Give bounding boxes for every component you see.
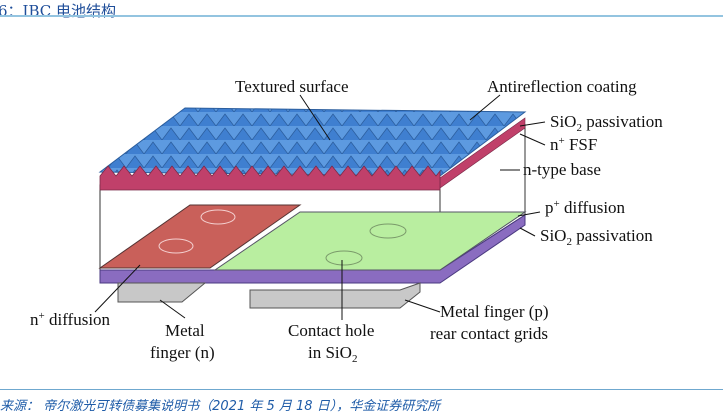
label-p-diffusion: p+ diffusion xyxy=(545,198,626,217)
label-textured-surface: Textured surface xyxy=(235,77,349,96)
contact-hole xyxy=(369,223,407,239)
label-antireflection-coating: Antireflection coating xyxy=(487,77,637,96)
label-metal-finger-p-1: Metal finger (p) xyxy=(440,302,549,321)
leader-lines xyxy=(94,94,546,320)
contact-hole xyxy=(200,209,236,225)
label-n-diffusion: n+ diffusion xyxy=(30,310,111,329)
p-diffusion-region xyxy=(213,211,527,271)
source-note: 来源： 帝尔激光可转债募集说明书（2021 年 5 月 18 日），华金证券研究… xyxy=(0,399,441,414)
metal-finger-n xyxy=(117,282,207,303)
label-sio2-passivation-top: SiO2 passivation xyxy=(550,112,663,134)
source-divider xyxy=(0,389,723,390)
label-n-type-base: n-type base xyxy=(523,160,601,179)
label-contact-hole-2: in SiO2 xyxy=(308,343,357,365)
label-metal-finger-n-1: Metal xyxy=(165,321,205,340)
contact-hole xyxy=(325,250,363,266)
contact-hole xyxy=(158,238,194,254)
metal-finger-p xyxy=(249,282,421,309)
label-metal-finger-p-2: rear contact grids xyxy=(430,324,548,343)
n-diffusion-region xyxy=(98,204,302,269)
label-contact-hole-1: Contact hole xyxy=(288,321,374,340)
title-divider xyxy=(0,15,723,17)
front-texture-edge xyxy=(99,165,441,191)
label-sio2-passivation-bottom: SiO2 passivation xyxy=(540,226,653,248)
label-n-fsf: n+ FSF xyxy=(550,135,597,154)
label-metal-finger-n-2: finger (n) xyxy=(150,343,215,362)
